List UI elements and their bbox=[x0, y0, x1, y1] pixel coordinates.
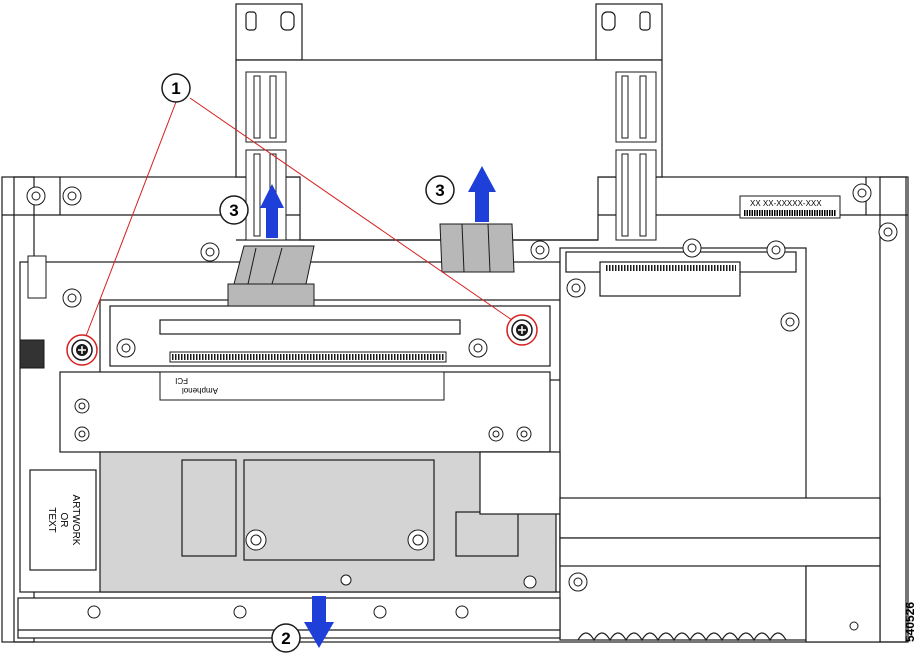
artwork-text-2: OR bbox=[58, 513, 69, 528]
callout-3-right-number: 3 bbox=[435, 181, 444, 200]
screw bbox=[87, 605, 101, 619]
connector-label-2: FCI bbox=[175, 376, 188, 385]
screw bbox=[407, 529, 429, 551]
connector-label: Amphenol bbox=[182, 386, 218, 395]
screws bbox=[26, 183, 898, 631]
screw bbox=[568, 572, 588, 592]
callout-2-number: 2 bbox=[281, 629, 290, 648]
screw bbox=[682, 238, 702, 258]
screw bbox=[468, 338, 488, 358]
screw bbox=[245, 529, 267, 551]
top-bracket-right bbox=[595, 3, 663, 61]
right-card-cage bbox=[479, 247, 881, 643]
screw bbox=[780, 312, 800, 332]
lower-grey-tray bbox=[99, 451, 557, 593]
screw bbox=[852, 183, 872, 203]
card-connector bbox=[159, 351, 447, 401]
barcode-text: XX XX-XXXXX-XXX bbox=[750, 199, 822, 208]
screw bbox=[26, 186, 46, 206]
callout-3-left-number: 3 bbox=[229, 201, 238, 220]
screw bbox=[530, 240, 550, 260]
barcode-label: XX XX-XXXXX-XXX bbox=[739, 195, 841, 219]
side-latch bbox=[19, 255, 47, 369]
callout-2: 2 bbox=[271, 623, 301, 653]
screw bbox=[74, 398, 90, 414]
screw bbox=[488, 426, 504, 442]
screw bbox=[373, 605, 387, 619]
cable-left bbox=[227, 245, 315, 307]
rail-slots-right bbox=[615, 71, 657, 241]
screw bbox=[233, 605, 247, 619]
upper-plate bbox=[235, 59, 663, 241]
screw bbox=[878, 222, 898, 242]
artwork-text-1: ARTWORK bbox=[70, 495, 81, 546]
callout-1-number: 1 bbox=[171, 79, 180, 98]
screw bbox=[340, 574, 352, 586]
screw bbox=[766, 240, 786, 260]
captive-screw-right bbox=[506, 314, 538, 346]
arrow-up-left bbox=[260, 184, 284, 238]
captive-screw-left bbox=[66, 334, 98, 366]
screw bbox=[116, 338, 136, 358]
screw bbox=[566, 278, 586, 298]
figure-id: 540526 bbox=[903, 602, 917, 642]
screw bbox=[523, 575, 537, 589]
screw bbox=[849, 621, 859, 631]
screw bbox=[455, 605, 469, 619]
cable-right bbox=[439, 223, 515, 273]
screw bbox=[74, 426, 90, 442]
callout-3-left: 3 bbox=[219, 195, 249, 225]
arrow-up-right bbox=[468, 166, 496, 222]
screw bbox=[516, 426, 532, 442]
connector-vendor-label: Amphenol FCI bbox=[175, 376, 218, 395]
artwork-label-box: ARTWORK OR TEXT bbox=[29, 469, 97, 571]
callout-1-leaders bbox=[85, 97, 513, 337]
screw bbox=[62, 186, 82, 206]
screw bbox=[200, 242, 220, 262]
screw bbox=[62, 288, 82, 308]
callout-1: 1 bbox=[161, 73, 191, 103]
callout-3-right: 3 bbox=[425, 175, 455, 205]
arrow-down bbox=[304, 596, 334, 648]
top-bracket-left bbox=[235, 3, 303, 61]
artwork-text-3: TEXT bbox=[46, 507, 57, 533]
